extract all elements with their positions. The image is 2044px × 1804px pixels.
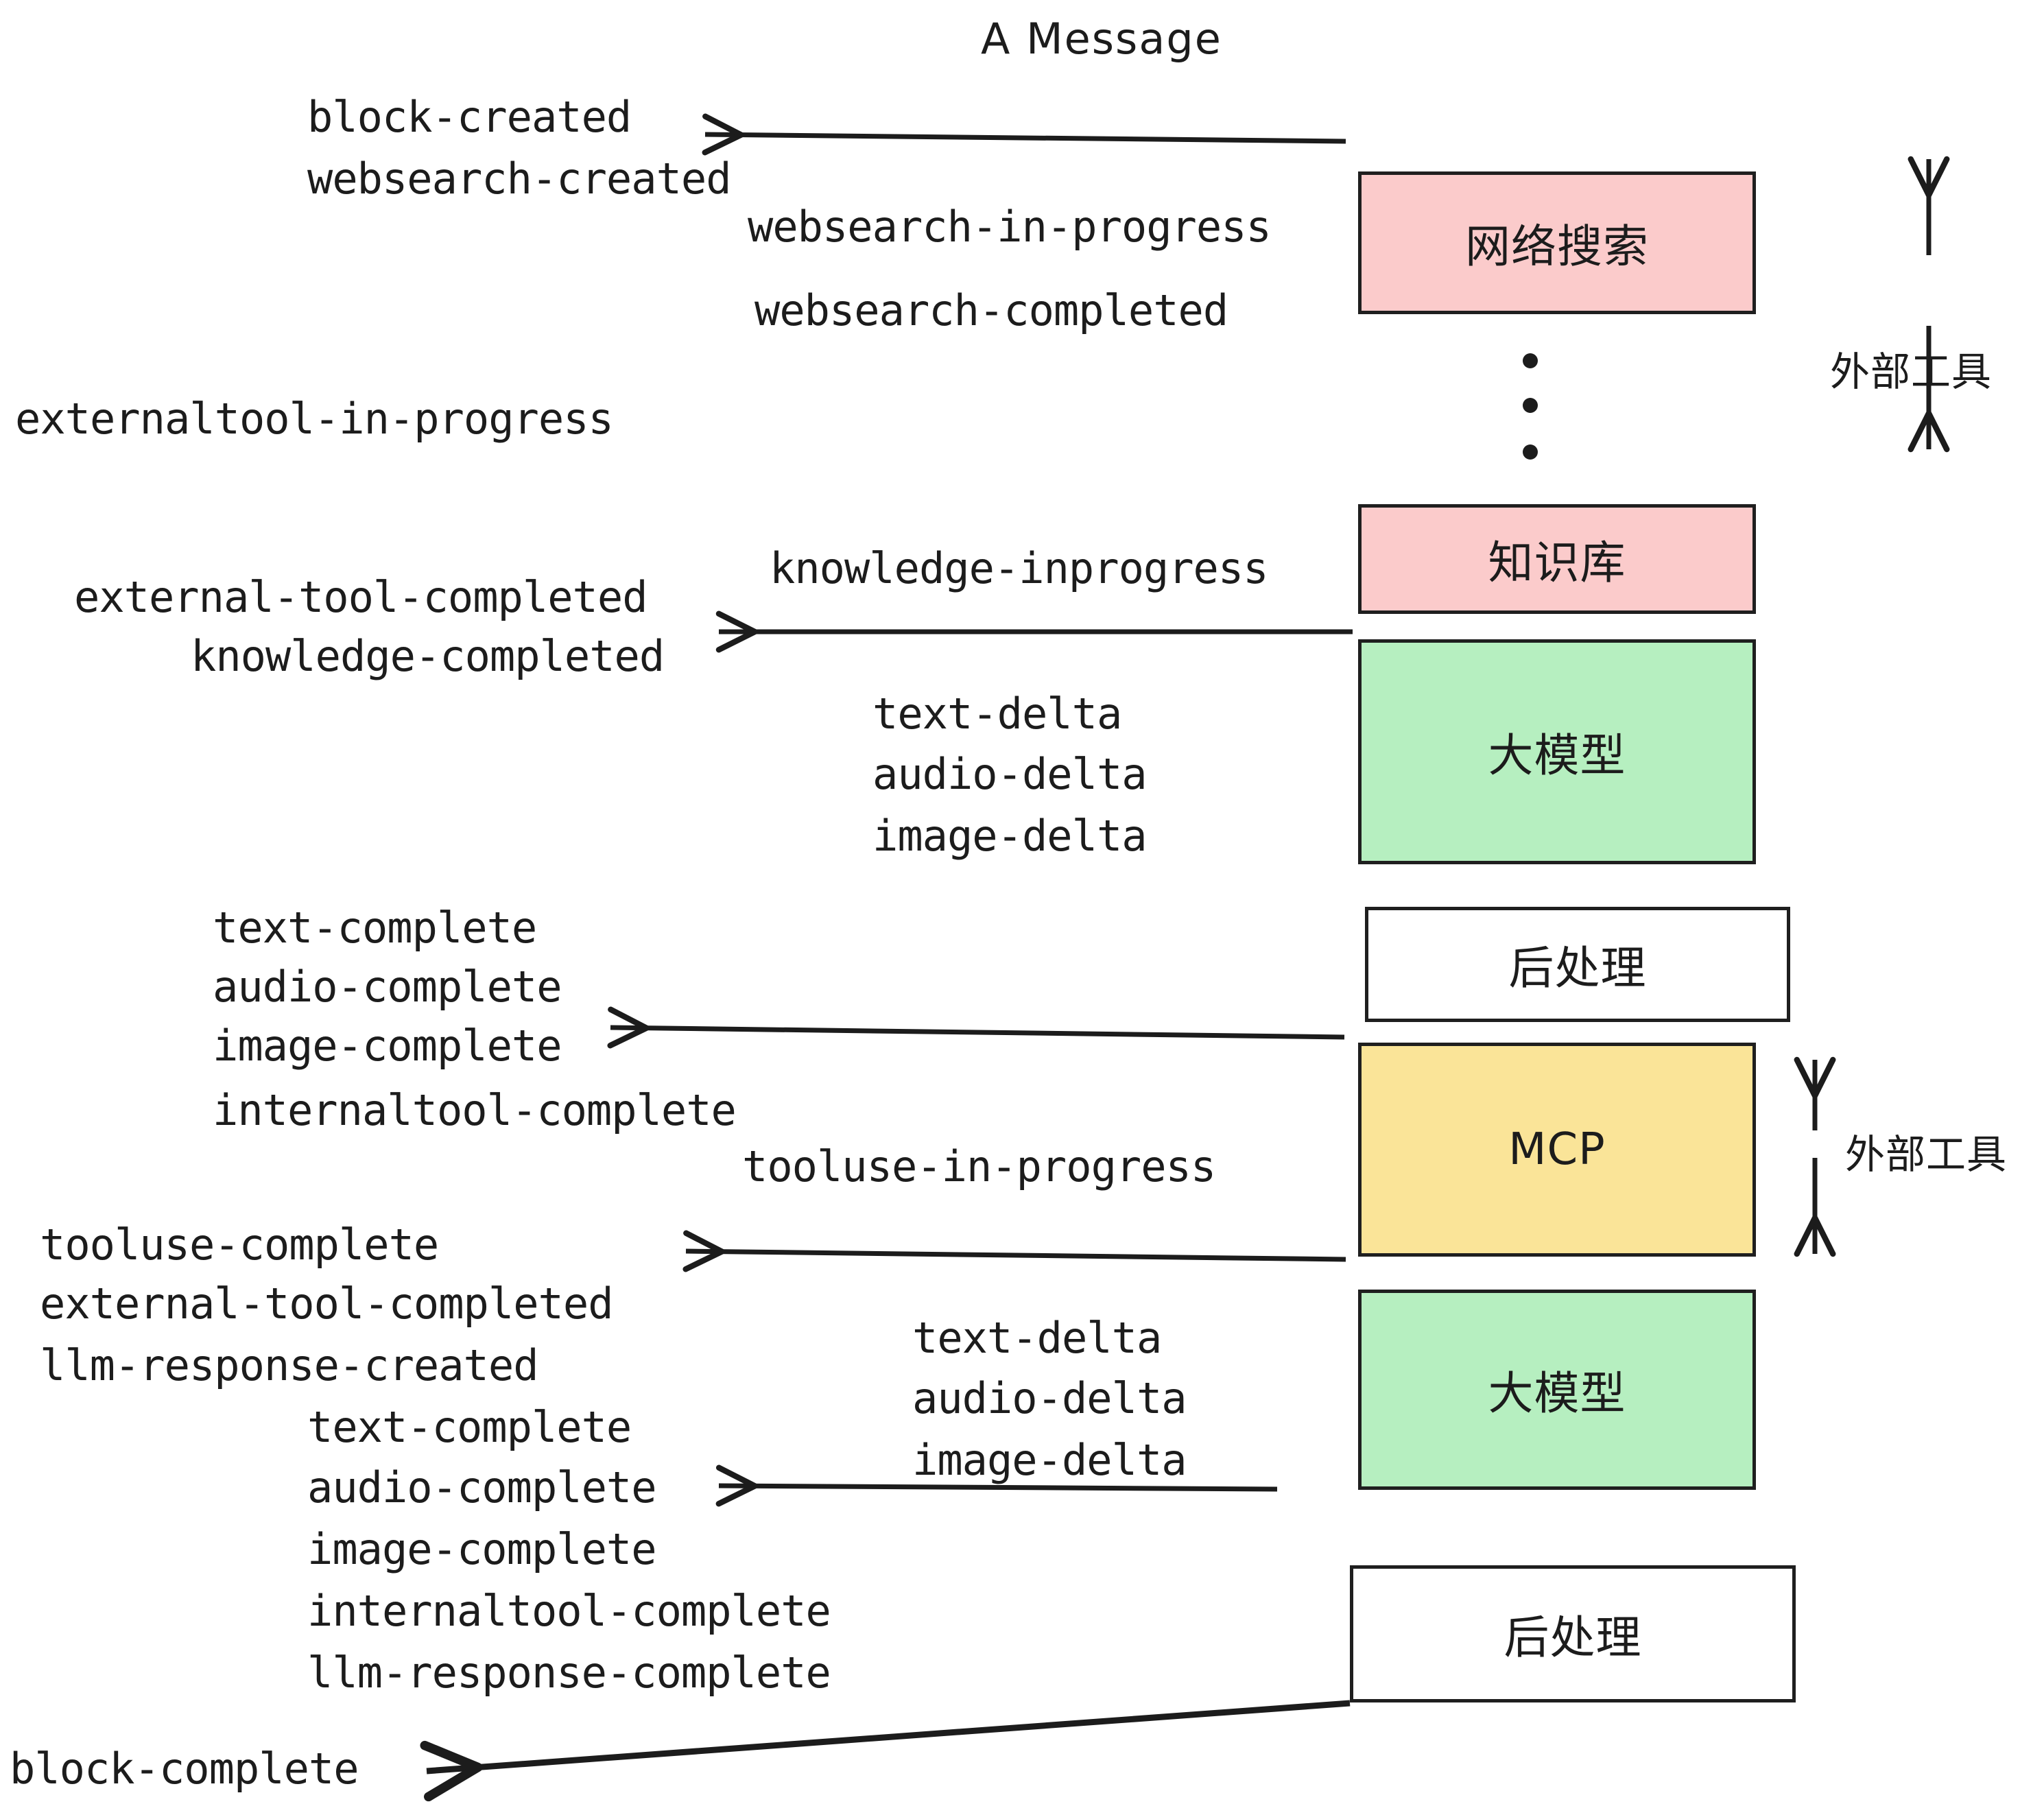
event-externaltool-in-progress: externaltool-in-progress	[15, 394, 614, 444]
event-image-complete-1: image-complete	[213, 1021, 562, 1071]
node-knowledge[interactable]: 知识库	[1358, 504, 1756, 614]
event-llm-response-created: llm-response-created	[40, 1340, 539, 1390]
event-websearch-completed: websearch-completed	[754, 285, 1228, 335]
event-knowledge-completed: knowledge-completed	[191, 631, 665, 681]
ellipsis-dot-2	[1523, 398, 1538, 413]
node-postprocess-bottom-label: 后处理	[1504, 1611, 1642, 1664]
event-audio-complete-1: audio-complete	[213, 962, 562, 1012]
arrow-postprocess-to-block-complete	[420, 1700, 1351, 1802]
side-label-external-tool-top: 外部工具	[1830, 340, 1992, 397]
node-mcp-label: MCP	[1508, 1124, 1606, 1175]
arrow-postprocess-to-image-complete	[607, 1006, 1345, 1049]
event-audio-delta-1: audio-delta	[872, 749, 1148, 799]
arrow-llm-to-audio-complete	[715, 1464, 1278, 1507]
arrow-mcp-to-tooluse-complete	[682, 1230, 1346, 1272]
arrow-websearch-to-block-created	[702, 113, 1346, 156]
event-llm-response-complete: llm-response-complete	[307, 1648, 831, 1698]
side-label-external-tool-bottom-text: 外部工具	[1845, 1131, 2008, 1178]
ellipsis-dot-3	[1523, 444, 1538, 460]
event-block-complete: block-complete	[10, 1744, 359, 1794]
event-websearch-in-progress: websearch-in-progress	[748, 202, 1272, 252]
node-llm-bottom[interactable]: 大模型	[1358, 1290, 1756, 1490]
event-external-tool-completed-1: external-tool-completed	[74, 572, 648, 622]
event-tooluse-complete: tooluse-complete	[40, 1220, 439, 1270]
event-image-delta-1: image-delta	[872, 811, 1148, 861]
event-knowledge-inprogress: knowledge-inprogress	[770, 543, 1269, 593]
node-websearch-label: 网络搜索	[1465, 220, 1649, 273]
node-postprocess-bottom[interactable]: 后处理	[1350, 1565, 1796, 1702]
event-internaltool-complete-1: internaltool-complete	[213, 1085, 737, 1135]
node-knowledge-label: 知识库	[1488, 536, 1626, 589]
event-text-complete-1: text-complete	[213, 903, 537, 953]
event-audio-complete-2: audio-complete	[307, 1462, 657, 1512]
side-label-external-tool-top-text: 外部工具	[1830, 348, 1993, 395]
event-audio-delta-2: audio-delta	[912, 1373, 1187, 1423]
event-block-created: block-created	[307, 92, 632, 142]
node-llm-top[interactable]: 大模型	[1358, 639, 1756, 864]
page-title: A Message	[981, 14, 1222, 64]
node-mcp[interactable]: MCP	[1358, 1043, 1756, 1257]
node-postprocess-top[interactable]: 后处理	[1365, 907, 1790, 1022]
event-internaltool-complete-2: internaltool-complete	[307, 1586, 831, 1636]
event-text-delta-1: text-delta	[872, 689, 1122, 739]
event-websearch-created: websearch-created	[307, 154, 732, 204]
ellipsis-dot-1	[1523, 353, 1538, 368]
event-tooluse-in-progress: tooluse-in-progress	[742, 1141, 1216, 1191]
node-llm-top-label: 大模型	[1488, 729, 1626, 782]
event-text-complete-2: text-complete	[307, 1402, 632, 1452]
event-text-delta-2: text-delta	[912, 1313, 1162, 1363]
node-llm-bottom-label: 大模型	[1488, 1367, 1626, 1420]
side-label-external-tool-bottom: 外部工具	[1845, 1122, 2007, 1180]
event-external-tool-completed-2: external-tool-completed	[40, 1279, 614, 1329]
node-postprocess-top-label: 后处理	[1508, 942, 1647, 995]
event-image-complete-2: image-complete	[307, 1524, 657, 1574]
event-image-delta-2: image-delta	[912, 1435, 1187, 1485]
node-websearch[interactable]: 网络搜索	[1358, 171, 1756, 314]
